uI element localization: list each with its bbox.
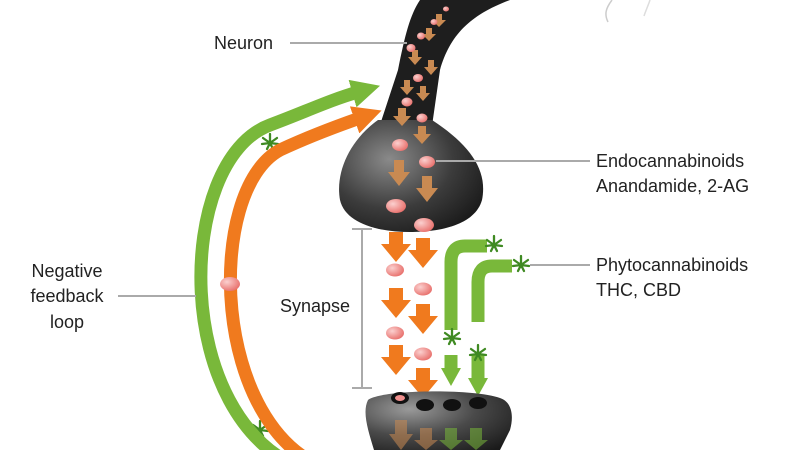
orange-descending-arrows [381,232,438,398]
axon-descending-arrows [388,14,446,202]
dendrite-sketch [605,0,613,23]
label-phytocannabinoids-examples: THC, CBD [596,280,681,300]
label-synapse: Synapse [280,296,351,316]
postsynaptic-arrows [389,420,488,450]
label-feedback-line1: Negative [31,261,103,281]
feedback-orange-arc [224,106,382,450]
label-phytocannabinoids: Phytocannabinoids [596,255,749,275]
synapse-bracket [352,228,372,389]
label-feedback-line2: feedback [30,286,104,306]
presynaptic-terminal [339,120,484,232]
label-endocannabinoids: Endocannabinoids [596,151,745,171]
receptor-sites [391,392,487,411]
feedback-green-arc [194,79,380,450]
endocannabinoid-molecules [386,6,449,232]
leader-lines [118,42,590,297]
label-neuron: Neuron [214,33,274,53]
postsynaptic-neuron [365,391,512,450]
label-feedback-line3: loop [49,312,85,332]
label-endocannabinoids-examples: Anandamide, 2-AG [596,176,750,196]
synapse-molecules [386,263,432,361]
phyto-green-arrows [444,239,512,378]
feedback-molecule [220,277,240,291]
